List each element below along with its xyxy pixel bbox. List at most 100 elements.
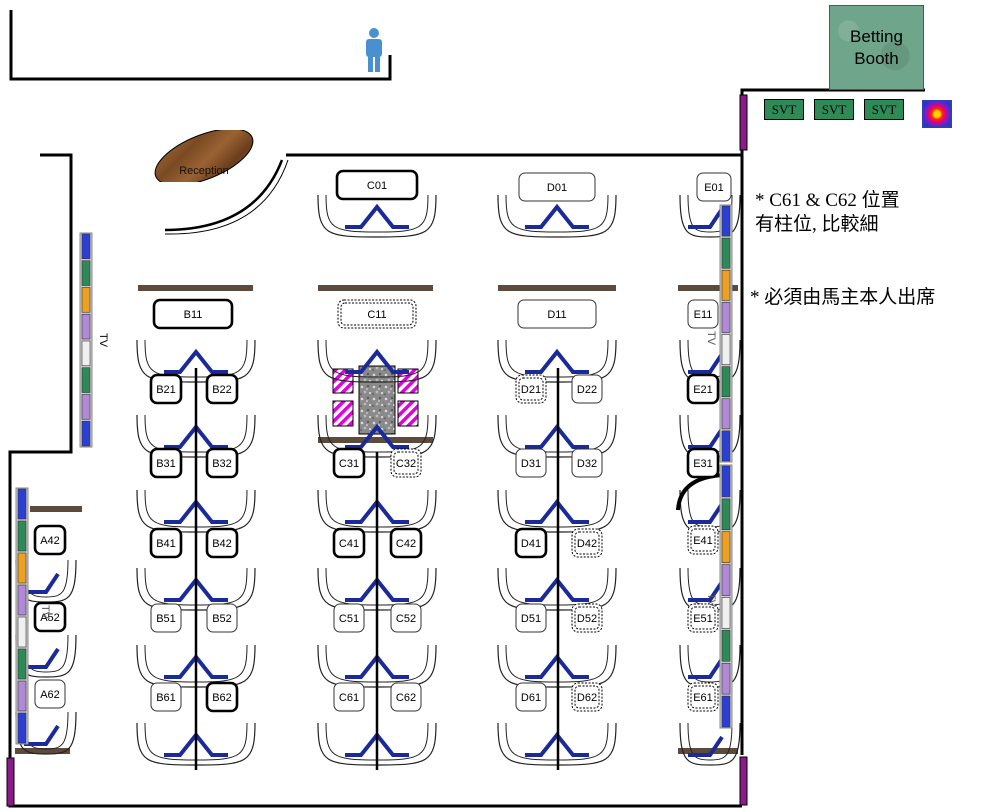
seat-d42[interactable]: D42 bbox=[571, 528, 603, 558]
seat-c61[interactable]: C61 bbox=[333, 682, 365, 712]
seat-label: C62 bbox=[396, 692, 416, 704]
seat-label: D01 bbox=[547, 182, 567, 194]
seat-a42[interactable]: A42 bbox=[33, 524, 67, 556]
seat-b42[interactable]: B42 bbox=[205, 527, 239, 559]
seat-d61[interactable]: D61 bbox=[515, 682, 547, 712]
seat-label: B62 bbox=[212, 692, 232, 704]
seat-label: D62 bbox=[577, 692, 597, 704]
seat-c41[interactable]: C41 bbox=[332, 527, 366, 559]
seat-e41[interactable]: E41 bbox=[687, 525, 719, 555]
table bbox=[678, 748, 738, 754]
tv-strips-layer bbox=[15, 204, 733, 745]
seat-label: E61 bbox=[693, 692, 713, 704]
seat-c01[interactable]: C01 bbox=[335, 169, 419, 201]
seat-label: B41 bbox=[156, 538, 176, 550]
seat-label: B21 bbox=[156, 384, 176, 396]
tv-panel bbox=[17, 616, 27, 648]
seat-d11[interactable]: D11 bbox=[517, 299, 597, 329]
svt-box: SVT bbox=[764, 99, 804, 120]
tv-panel bbox=[81, 340, 91, 367]
seat-label: D41 bbox=[521, 538, 541, 550]
seat-label: D42 bbox=[577, 538, 597, 550]
pillar bbox=[6, 757, 15, 807]
seat-b61[interactable]: B61 bbox=[150, 682, 182, 712]
divider-layer bbox=[194, 368, 723, 770]
seat-b32[interactable]: B32 bbox=[205, 447, 239, 479]
chair bbox=[317, 194, 437, 238]
pillar bbox=[739, 756, 748, 806]
seat-b11[interactable]: B11 bbox=[152, 298, 234, 330]
seat-b51[interactable]: B51 bbox=[150, 603, 182, 633]
table bbox=[15, 748, 70, 754]
seat-d51[interactable]: D51 bbox=[515, 603, 547, 633]
seat-c42[interactable]: C42 bbox=[389, 527, 423, 559]
seat-a62[interactable]: A62 bbox=[34, 679, 66, 709]
seat-b52[interactable]: B52 bbox=[206, 603, 238, 633]
seat-b21[interactable]: B21 bbox=[149, 373, 183, 405]
chair bbox=[317, 339, 437, 383]
seat-label: C31 bbox=[339, 458, 359, 470]
booth-label-line2: Booth bbox=[854, 48, 899, 68]
seat-e01[interactable]: E01 bbox=[696, 172, 732, 202]
seat-c31[interactable]: C31 bbox=[332, 447, 366, 479]
seat-d21[interactable]: D21 bbox=[515, 374, 547, 404]
person-icon bbox=[366, 28, 382, 72]
seat-e31[interactable]: E31 bbox=[686, 447, 720, 479]
tv-panel bbox=[81, 233, 91, 260]
seat-c11[interactable]: C11 bbox=[337, 299, 417, 329]
seat-d22[interactable]: D22 bbox=[571, 374, 603, 404]
seat-e11[interactable]: E11 bbox=[687, 299, 719, 329]
tv-panel bbox=[81, 260, 91, 286]
seat-label: E51 bbox=[693, 613, 713, 625]
seat-e61[interactable]: E61 bbox=[687, 682, 719, 712]
seat-label: C42 bbox=[396, 538, 416, 550]
tv-panel bbox=[721, 662, 731, 695]
table bbox=[678, 285, 738, 291]
chair bbox=[497, 194, 617, 238]
tv-panel bbox=[721, 564, 731, 596]
seat-d31[interactable]: D31 bbox=[515, 448, 547, 478]
note-line-1: * C61 & C62 位置 bbox=[755, 190, 900, 211]
seat-b22[interactable]: B22 bbox=[205, 373, 239, 405]
tables-layer bbox=[15, 285, 738, 754]
table bbox=[318, 437, 433, 443]
reception-divider bbox=[164, 159, 284, 232]
tv-label: TV bbox=[705, 593, 717, 608]
seat-label: B42 bbox=[212, 538, 232, 550]
table bbox=[30, 506, 82, 512]
seat-label: A62 bbox=[40, 689, 60, 701]
seat-label: E01 bbox=[704, 182, 724, 194]
seat-b31[interactable]: B31 bbox=[149, 447, 183, 479]
seat-d01[interactable]: D01 bbox=[518, 172, 596, 202]
table bbox=[498, 285, 616, 291]
seat-d62[interactable]: D62 bbox=[571, 682, 603, 712]
chair bbox=[679, 722, 741, 766]
seat-label: C11 bbox=[367, 309, 386, 321]
seat-c51[interactable]: C51 bbox=[333, 603, 365, 633]
seat-label: B52 bbox=[212, 613, 232, 625]
seat-e51[interactable]: E51 bbox=[687, 603, 719, 633]
svt-box: SVT bbox=[864, 99, 904, 120]
seat-e21[interactable]: E21 bbox=[686, 373, 720, 405]
tv-panel bbox=[721, 398, 731, 430]
seat-d52[interactable]: D52 bbox=[571, 603, 603, 633]
seat-label: C32 bbox=[396, 458, 416, 470]
seat-d32[interactable]: D32 bbox=[571, 448, 603, 478]
tv-panel bbox=[81, 287, 91, 313]
seat-c52[interactable]: C52 bbox=[390, 603, 422, 633]
seat-c32[interactable]: C32 bbox=[390, 448, 422, 478]
seat-c62[interactable]: C62 bbox=[390, 682, 422, 712]
seat-b41[interactable]: B41 bbox=[149, 527, 183, 559]
tv-label: TV bbox=[705, 331, 717, 346]
seat-a52[interactable]: A52 bbox=[33, 601, 67, 633]
seat-label: B32 bbox=[212, 458, 232, 470]
seat-d41[interactable]: D41 bbox=[514, 527, 548, 559]
seat-label: B31 bbox=[156, 458, 176, 470]
seat-label: B22 bbox=[212, 384, 232, 396]
tv-panel bbox=[81, 313, 91, 340]
tv-panel bbox=[721, 269, 731, 301]
seat-b62[interactable]: B62 bbox=[205, 681, 239, 713]
seat-label: A42 bbox=[40, 535, 60, 547]
svt-box: SVT bbox=[814, 99, 854, 120]
tv-label: TV bbox=[39, 605, 51, 620]
